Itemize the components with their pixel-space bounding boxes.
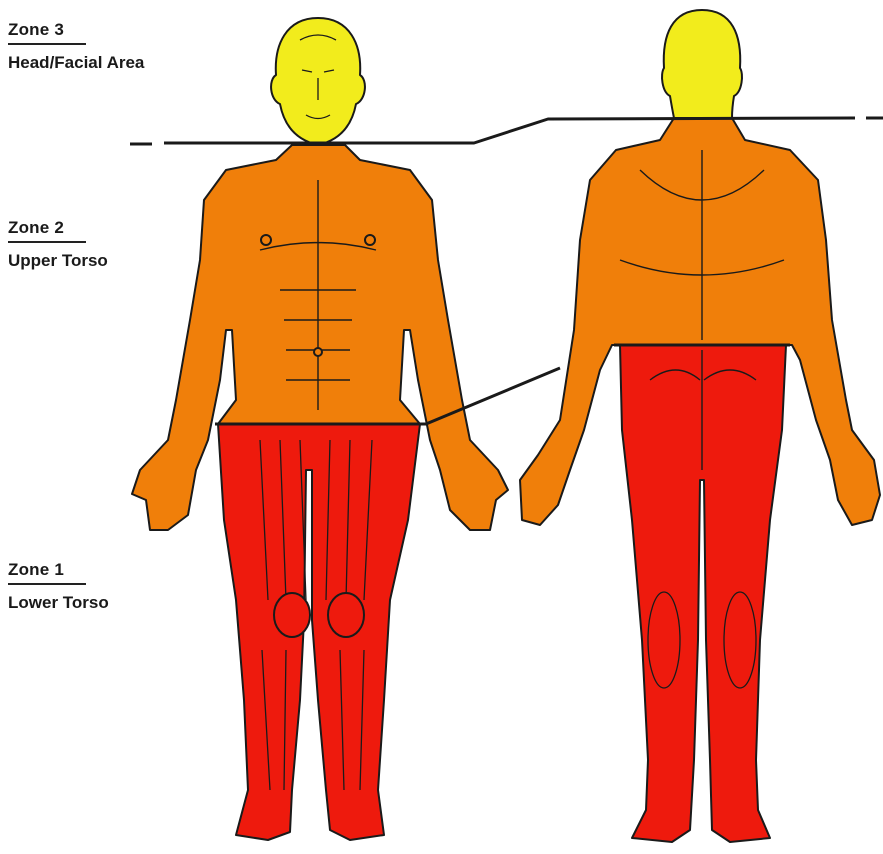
- zone-3-divider: [130, 118, 883, 144]
- back-figure: [520, 10, 880, 842]
- back-head-zone-3: [662, 10, 742, 118]
- back-legs-zone-1: [620, 345, 786, 842]
- front-legs-zone-1: [218, 424, 420, 840]
- front-figure: [132, 18, 508, 840]
- front-head-zone-3: [271, 18, 365, 145]
